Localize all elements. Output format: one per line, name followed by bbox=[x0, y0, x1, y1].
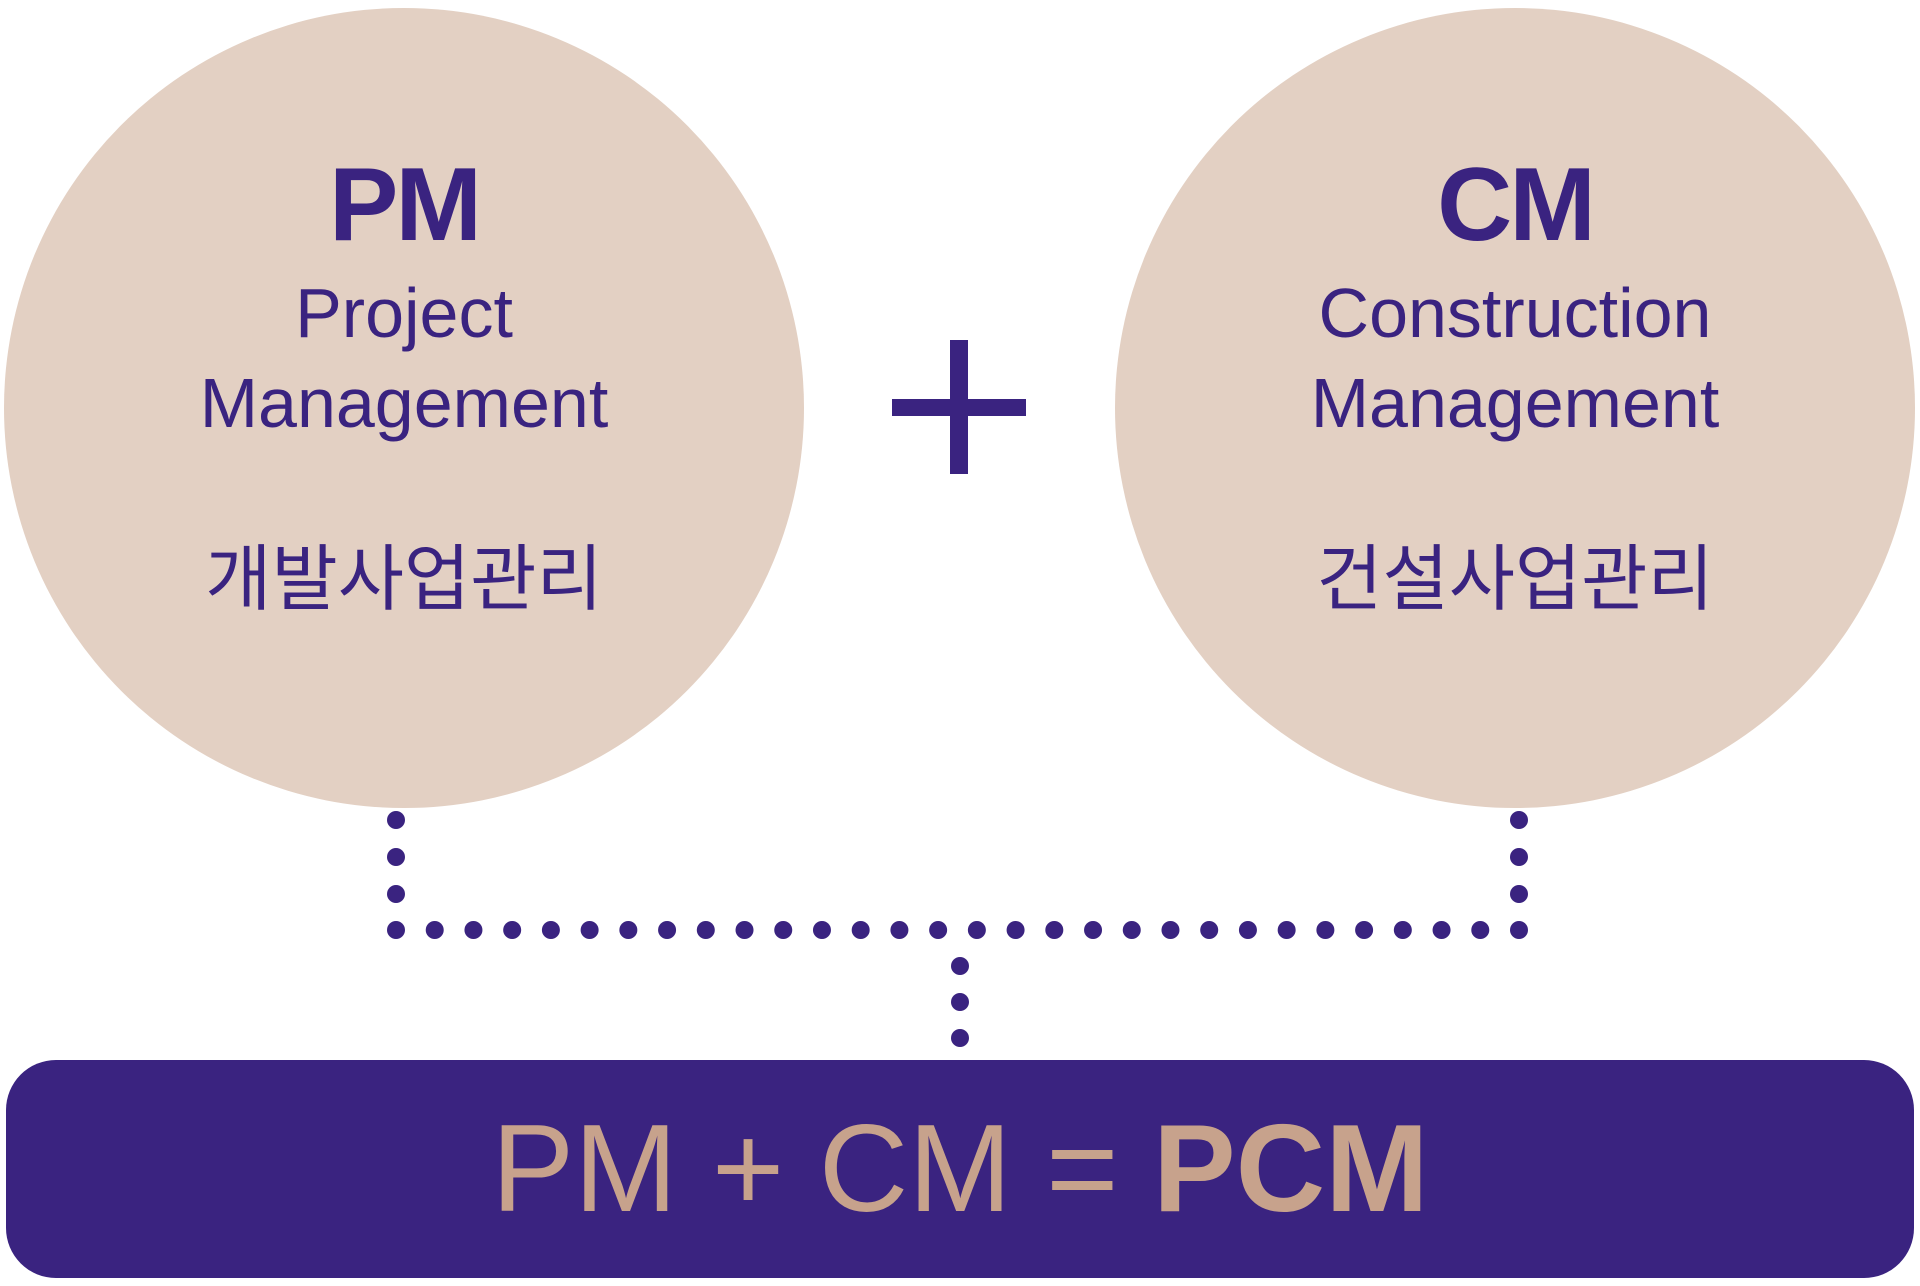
connector-dot-center bbox=[951, 993, 969, 1011]
connector-dot-horizontal bbox=[1045, 921, 1064, 939]
connector-dot-right bbox=[1510, 811, 1528, 829]
connector-dot-horizontal bbox=[1122, 921, 1141, 939]
cm-korean-label: 건설사업관리 bbox=[1316, 537, 1714, 621]
plus-icon-vertical bbox=[950, 340, 968, 474]
connector-dot-center bbox=[951, 1029, 969, 1047]
connector-dot-horizontal bbox=[619, 921, 638, 939]
pm-circle: PM Project Management 개발사업관리 bbox=[4, 8, 804, 808]
connector-dot-horizontal bbox=[1393, 921, 1412, 939]
connector-dot-horizontal bbox=[1200, 921, 1219, 939]
connector-dot-right bbox=[1510, 848, 1528, 866]
connector-dot-horizontal bbox=[774, 921, 793, 939]
formula-text: PM + CM = PCM bbox=[6, 1060, 1914, 1278]
connector-dot-left bbox=[387, 885, 405, 903]
connector-dot-left bbox=[387, 848, 405, 866]
connector-dot-horizontal bbox=[696, 921, 715, 939]
connector-dot-horizontal bbox=[890, 921, 909, 939]
connector-dot-horizontal bbox=[503, 921, 522, 939]
pm-fullname-line2: Management bbox=[199, 364, 609, 442]
connector-dot-horizontal bbox=[812, 921, 831, 939]
connector-dot-horizontal bbox=[1510, 921, 1528, 939]
connector-dot-horizontal bbox=[1161, 921, 1180, 939]
connector-dot-left bbox=[387, 811, 405, 829]
pm-korean-label: 개발사업관리 bbox=[205, 537, 603, 621]
pm-abbreviation: PM bbox=[329, 147, 482, 263]
result-bar: PM + CM = PCM bbox=[6, 1060, 1914, 1278]
connector-dot-horizontal bbox=[929, 921, 948, 939]
connector-dot-horizontal bbox=[1238, 921, 1257, 939]
connector-dot-horizontal bbox=[1006, 921, 1025, 939]
connector-dot-horizontal bbox=[1432, 921, 1451, 939]
connector-dot-horizontal bbox=[967, 921, 986, 939]
connector-dot-horizontal bbox=[580, 921, 599, 939]
connector-dot-horizontal bbox=[541, 921, 560, 939]
connector-dot-horizontal bbox=[425, 921, 444, 939]
connector-dot-horizontal bbox=[1084, 921, 1103, 939]
connector-dot-horizontal bbox=[1471, 921, 1490, 939]
connector-dot-horizontal bbox=[658, 921, 677, 939]
connector-dot-horizontal bbox=[1316, 921, 1335, 939]
cm-fullname-line2: Management bbox=[1310, 364, 1720, 442]
connector-dot-horizontal bbox=[1355, 921, 1374, 939]
pm-fullname-line1: Project bbox=[295, 274, 513, 352]
cm-abbreviation: CM bbox=[1437, 147, 1596, 263]
formula-result: PCM bbox=[1152, 1100, 1429, 1238]
plus-icon bbox=[892, 340, 1026, 474]
connector-dot-right bbox=[1510, 885, 1528, 903]
connector-dot-horizontal bbox=[735, 921, 754, 939]
connector-dot-horizontal bbox=[387, 921, 405, 939]
connector-dot-horizontal bbox=[464, 921, 483, 939]
formula-prefix: PM + CM = bbox=[491, 1100, 1153, 1238]
connector-dot-horizontal bbox=[1277, 921, 1296, 939]
cm-fullname-line1: Construction bbox=[1318, 274, 1712, 352]
connector-dot-horizontal bbox=[851, 921, 870, 939]
connector-dot-center bbox=[951, 957, 969, 975]
cm-circle: CM Construction Management 건설사업관리 bbox=[1115, 8, 1915, 808]
